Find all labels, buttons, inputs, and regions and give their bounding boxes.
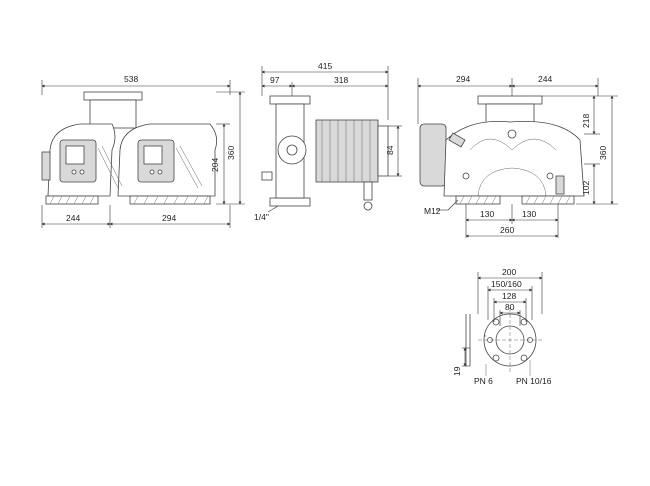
side-total-width-label: 415 (318, 61, 332, 71)
side-motor-height-label: 84 (385, 145, 395, 155)
rear-base-right-label: 130 (522, 209, 536, 219)
rear-height-lower-label: 102 (581, 181, 591, 195)
flange-outer-label: 200 (502, 267, 516, 277)
rear-height-upper-label: 218 (581, 114, 591, 128)
flange-inner-label: 80 (505, 302, 515, 312)
rear-right-width-label: 244 (538, 74, 552, 84)
front-total-width-label: 538 (124, 74, 138, 84)
side-right-width-label: 318 (334, 75, 348, 85)
rear-base-left-label: 130 (480, 209, 494, 219)
side-left-width-label: 97 (270, 75, 280, 85)
front-height-total-label: 360 (226, 146, 236, 160)
flange-pn1016-label: PN 10/16 (516, 376, 552, 386)
front-height-inner-label: 204 (210, 158, 220, 172)
flange-mid-label: 128 (502, 291, 516, 301)
side-view: 415 97 318 84 1/4" (254, 61, 402, 222)
rear-bolt-label: M12 (424, 206, 441, 216)
front-right-width-label: 294 (162, 213, 176, 223)
rear-height-total-label: 360 (598, 146, 608, 160)
flange-detail-view: 200 150/160 128 80 19 PN 6 PN 10/16 (452, 267, 552, 386)
flange-pn6-label: PN 6 (474, 376, 493, 386)
front-left-width-label: 244 (66, 213, 80, 223)
rear-left-width-label: 294 (456, 74, 470, 84)
side-thread-label: 1/4" (254, 212, 269, 222)
rear-view: 294 244 360 218 102 M12 130 130 260 (417, 74, 618, 238)
front-view: 538 244 294 360 204 (41, 74, 245, 228)
rear-base-total-label: 260 (500, 225, 514, 235)
flange-bolt-circle-label: 150/160 (491, 279, 522, 289)
flange-thickness-label: 19 (452, 366, 462, 376)
